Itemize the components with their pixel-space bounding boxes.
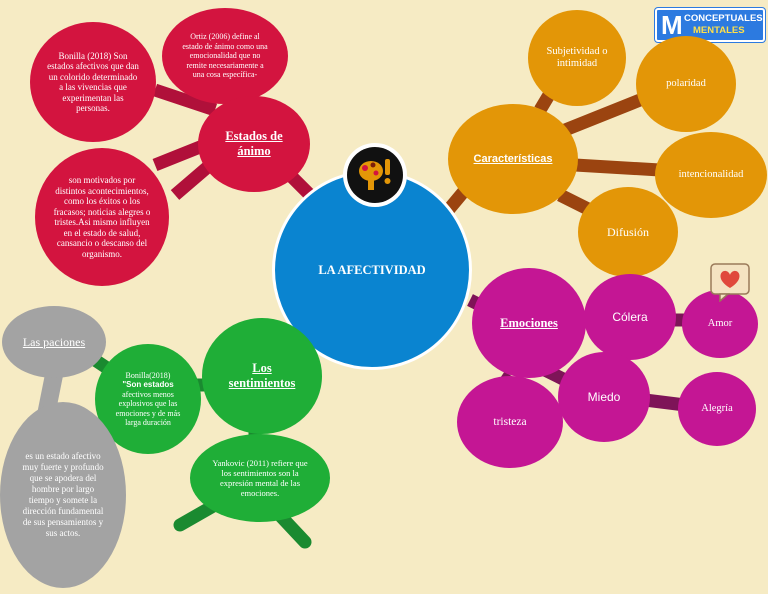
brand-logo[interactable]: M CONCEPTUALES MENTALES xyxy=(655,8,765,42)
emocion-colera-text: Cólera xyxy=(612,310,648,324)
sentimientos-yankovic-node[interactable]: Yankovic (2011) refiere que los sentimie… xyxy=(190,434,330,522)
connector-estados-motivados-2 xyxy=(170,160,215,200)
estados-ortiz-text: Ortiz (2006) define al estado de ánimo c… xyxy=(182,32,268,80)
caract-subjetividad-text: Subjetividad o intimidad xyxy=(546,46,608,69)
estados-ortiz-node[interactable]: Ortiz (2006) define al estado de ánimo c… xyxy=(162,8,288,104)
sentimientos-bonilla-rest: afectivos menos explosivos que las emoci… xyxy=(115,389,181,428)
caract-intencionalidad-node[interactable]: intencionalidad xyxy=(655,132,767,218)
sentimientos-bonilla-wrap: Bonilla(2018) "Son estados afectivos men… xyxy=(107,371,189,428)
sentimientos-yankovic-text: Yankovic (2011) refiere que los sentimie… xyxy=(212,458,308,498)
connector-caract-polaridad xyxy=(562,93,643,137)
estados-title: Estados de ánimo xyxy=(225,129,283,158)
emocion-tristeza-node[interactable]: tristeza xyxy=(457,376,563,468)
sentimientos-bonilla-node[interactable]: Bonilla(2018) "Son estados afectivos men… xyxy=(95,344,201,454)
estados-motivados-text: son motivados por distintos acontecimien… xyxy=(53,175,151,259)
caract-difusion-node[interactable]: Difusión xyxy=(578,187,678,277)
caract-difusion-text: Difusión xyxy=(607,224,649,239)
logo-line2: MENTALES xyxy=(693,25,745,36)
logo-letter: M xyxy=(661,10,683,40)
estados-bonilla-node[interactable]: Bonilla (2018) Son estados afectivos que… xyxy=(30,22,156,142)
pasiones-title: Las paciones xyxy=(22,334,86,349)
connector-caract-intencionalidad xyxy=(574,158,661,177)
emocion-amor-text: Amor xyxy=(707,318,733,329)
sentimientos-bonilla-prefix: Bonilla(2018) xyxy=(125,370,171,380)
emocion-miedo-text: Miedo xyxy=(587,390,621,404)
estados-title-node[interactable]: Estados de ánimo xyxy=(198,96,310,192)
connector-estados-bonilla xyxy=(152,83,218,117)
sentimientos-bonilla-bold: "Son estados xyxy=(122,380,174,389)
estados-motivados-node[interactable]: son motivados por distintos acontecimien… xyxy=(35,148,169,286)
pasiones-desc-text: es un estado afectivo muy fuerte y profu… xyxy=(22,451,104,538)
emocion-alegria-node[interactable]: Alegría xyxy=(678,372,756,446)
emociones-title-node[interactable]: Emociones xyxy=(472,268,586,378)
emocion-colera-node[interactable]: Cólera xyxy=(584,274,676,360)
logo-line1: CONCEPTUALES xyxy=(684,13,763,24)
caract-polaridad-text: polaridad xyxy=(666,78,706,89)
emocion-miedo-node[interactable]: Miedo xyxy=(558,352,650,442)
pasiones-title-node[interactable]: Las paciones xyxy=(2,306,106,378)
caract-polaridad-node[interactable]: polaridad xyxy=(636,36,736,132)
emociones-title: Emociones xyxy=(500,315,558,330)
emocion-tristeza-text: tristeza xyxy=(493,416,527,428)
pasiones-desc-node[interactable]: es un estado afectivo muy fuerte y profu… xyxy=(0,402,126,588)
caract-intencionalidad-text: intencionalidad xyxy=(678,169,744,180)
heart-speech-bubble-icon xyxy=(708,262,752,303)
sentimientos-title: Los sentimientos xyxy=(228,361,296,390)
connector-estados-motivados xyxy=(152,138,208,172)
brain-exclamation-icon xyxy=(343,143,407,207)
caract-subjetividad-node[interactable]: Subjetividad o intimidad xyxy=(528,10,626,106)
center-label: LA AFECTIVIDAD xyxy=(318,262,426,277)
sentimientos-title-node[interactable]: Los sentimientos xyxy=(202,318,322,434)
caract-title-node[interactable]: Características xyxy=(448,104,578,214)
caract-title: Características xyxy=(473,153,553,165)
estados-bonilla-text: Bonilla (2018) Son estados afectivos que… xyxy=(47,50,139,114)
emocion-alegria-text: Alegría xyxy=(701,403,733,414)
